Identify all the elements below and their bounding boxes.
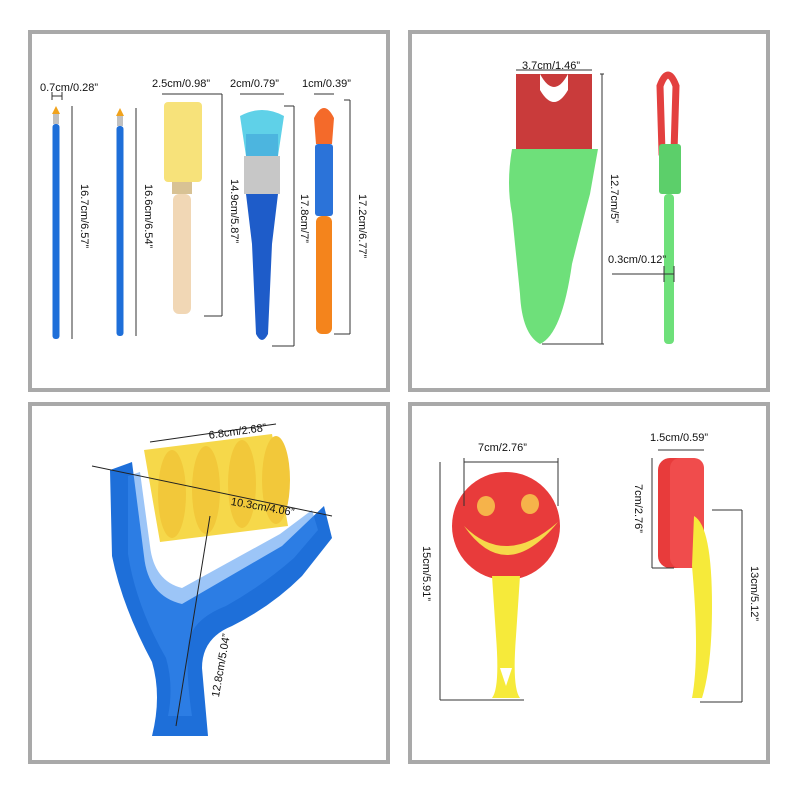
label-smiley-width: 7cm/2.76” [478,442,527,454]
label-smiley-height: 15cm/5.91” [420,546,432,602]
label-h4: 14.9cm/5.87” [228,179,240,244]
label-h1: 16.7cm/6.57” [78,184,90,249]
label-h6: 17.2cm/6.77” [356,194,368,259]
wedge-sponge-side [656,71,681,344]
smiley-sponge-side [658,458,712,698]
label-w4: 2cm/0.79” [230,78,279,90]
brushes-dimension-lines [51,92,351,347]
brushes-panel: 0.7cm/0.28” 2.5cm/0.98” 2cm/0.79” 1cm/0.… [28,30,390,392]
sponge-brush [164,102,202,314]
label-smiley-side-handle: 13cm/5.12” [748,566,760,622]
label-h5: 17.8cm/7” [298,194,310,243]
smiley-illustration [439,449,743,703]
label-wedge-width: 3.7cm/1.46” [522,60,581,72]
label-wedge-height: 12.7cm/5” [608,174,620,223]
fine-brush-2 [116,108,124,336]
roller-panel: 6.8cm/2.68” 10.3cm/4.06” 12.8cm/5.04” [28,402,390,764]
label-smiley-side-height: 7cm/2.76” [632,484,644,533]
smiley-dimension-lines [439,449,743,703]
smiley-sponge-front [452,472,560,698]
round-brush [314,108,334,334]
roller-dimension-lines [91,423,333,727]
roller-illustration [91,423,333,736]
roller-sponge [144,434,290,542]
label-wedge-thickness: 0.3cm/0.12” [608,254,667,266]
fine-brush-1 [52,106,60,339]
label-w5: 1cm/0.39” [302,78,351,90]
brushes-illustration [51,92,351,347]
sponge-wedge-illustration [509,69,681,345]
smiley-panel: 7cm/2.76” 15cm/5.91” 1.5cm/0.59” 7cm/2.7… [408,402,770,764]
wedge-dimension-lines [516,69,675,345]
wedge-sponge-front [509,74,598,344]
sponge-wedge-panel: 3.7cm/1.46” 12.7cm/5” 0.3cm/0.12” [408,30,770,392]
roller-handle [110,462,332,736]
label-w3: 2.5cm/0.98” [152,78,211,90]
label-h2: 16.6cm/6.54” [142,184,154,249]
label-w1: 0.7cm/0.28” [40,82,99,94]
label-smiley-side-thickness: 1.5cm/0.59” [650,432,709,444]
flat-brush [240,110,284,340]
